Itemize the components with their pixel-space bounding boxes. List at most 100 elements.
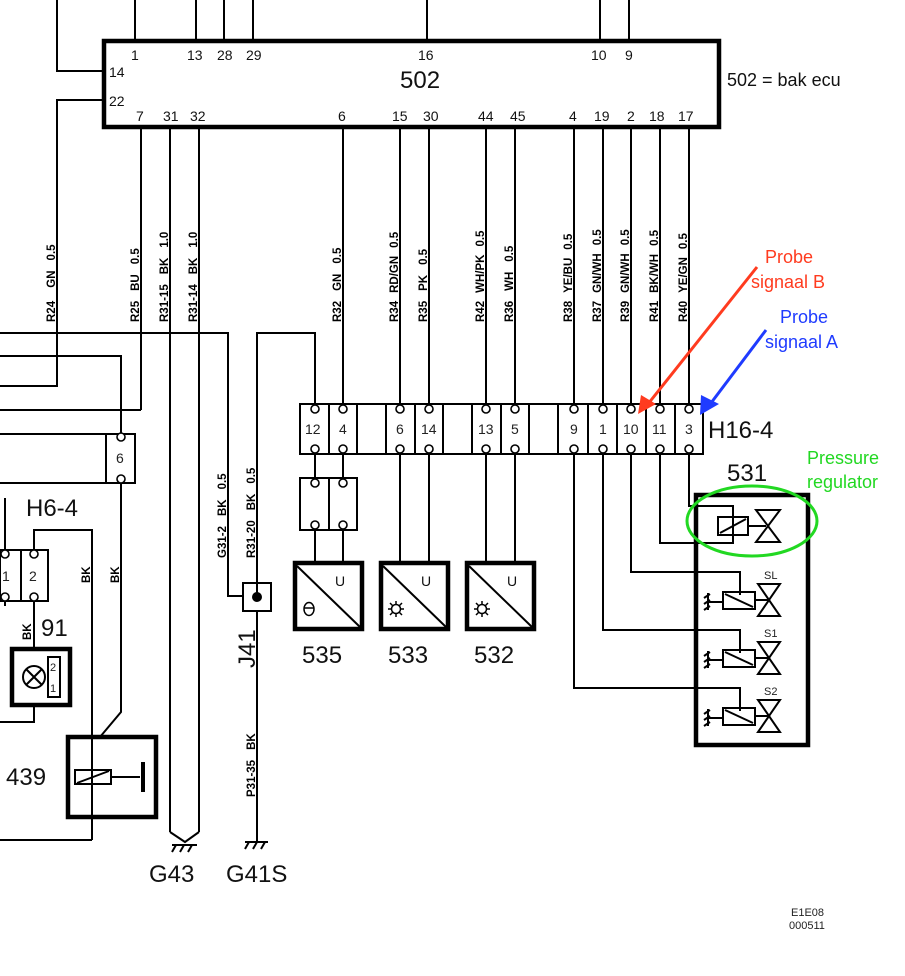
connector-pin-terminal [684,404,694,414]
connector-pin-terminal [424,444,434,454]
solenoid-valve [703,571,782,617]
h6-pin: 2 [29,568,37,584]
h16-lower-wires [314,454,726,689]
ecu-pin: 9 [625,47,633,63]
temperature-icon [303,601,315,617]
probe-b-line2: signaal B [751,272,825,292]
ecu-pin: 45 [510,108,526,124]
lamp-icon [22,665,46,689]
h16-pin: 9 [570,421,578,437]
solenoid-valve [703,629,782,675]
connector-pin-terminal [310,404,320,414]
annotation-probe-b: Probe signaal B [638,247,825,414]
h16-pin: 4 [339,421,347,437]
wire-label-r31-20: R31-20BK0.5 [246,467,258,558]
wire-label-r25: R25BU0.5 [130,248,142,322]
wire-label-r36: R36WH0.5 [504,245,516,322]
ecu-pin: 22 [109,93,125,109]
wire-label-bk: BK [22,623,34,640]
connector-pin-terminal [310,444,320,454]
connector-pin-terminal [481,404,491,414]
ecu-pin: 44 [478,108,494,124]
h16-pin: 11 [652,421,667,437]
doc-ref-line1: E1E08 [791,907,824,919]
arrow-head-icon [700,395,719,415]
ecu-pin: 16 [418,47,434,63]
pressure-regulator-line2: regulator [807,472,878,492]
sensor-output: U [507,573,517,589]
connector-pin-terminal [510,444,520,454]
probe-b-line1: Probe [765,247,813,267]
light-icon [474,601,490,617]
wire-label-r40: R40YE/GN0.5 [678,233,690,322]
lamp-pin: 2 [50,662,56,674]
h16-pin: 14 [421,421,437,437]
valve-label: SL [764,570,777,582]
wire-label-r32: R32GN0.5 [332,247,344,322]
connector-pin-terminal [684,444,694,454]
sensor-532: U 532 [464,560,537,669]
h16-pin: 3 [685,421,693,437]
connector-pin-terminal [424,404,434,414]
h16-pin: 12 [305,421,321,437]
valve-block-id: 531 [727,460,767,487]
annotation-pressure-regulator: Pressure regulator [685,448,879,558]
connector-pin-terminal [338,404,348,414]
splice-id: J41 [234,629,261,668]
wire-label-r31-14: R31-14BK1.0 [188,232,200,322]
connector-pin-terminal [655,404,665,414]
doc-ref-line2: 000511 [789,920,825,932]
connector-pin-terminal [626,404,636,414]
connector-pin-terminal [395,404,405,414]
connector-pin-terminal [395,444,405,454]
lamp-91: BK 91 2 1 [0,601,73,723]
ecu-wires [0,127,690,832]
ecu-pin: 2 [627,108,635,124]
ecu-pin: 32 [190,108,206,124]
ground-g43: G43 [149,831,200,888]
ground-g41s: G41S [226,841,287,888]
ecu-box [101,38,722,130]
wire-label-r38: R38YE/BU0.5 [563,233,575,322]
h16-pin: 6 [396,421,404,437]
highlight-ellipse [685,484,819,558]
ground-g43-label: G43 [149,861,194,888]
ecu-pin: 18 [649,108,665,124]
probe-a-line2: signaal A [765,332,838,352]
wire-label-r41: R41BK/WH0.5 [649,229,661,322]
valve-label: S2 [764,686,777,698]
ecu-pin: 28 [217,47,233,63]
ecu-pin: 29 [246,47,262,63]
arrow-head-icon [638,395,656,414]
ecu-legend: 502 = bak ecu [727,70,841,90]
h6-pin: 1 [2,568,10,584]
ecu-pin: 14 [109,64,125,80]
wire-label-bk: BK [81,566,93,583]
probe-a-line1: Probe [780,307,828,327]
pressure-regulator-line1: Pressure [807,448,879,468]
ecu-502: 502 502 = bak ecu 1 13 28 29 16 10 9 14 … [0,0,841,387]
sensor-532-id: 532 [474,642,514,669]
wire-label-p31-35: P31-35BK [246,733,258,797]
wire-label-r35: R35PK0.5 [418,248,430,322]
ground-g41s-label: G41S [226,861,287,888]
sensor-535: U 535 [292,560,365,669]
connector-pin-terminal [569,444,579,454]
ground-icon [703,651,711,669]
connector-pin-terminal [338,444,348,454]
ground-icon [171,844,197,853]
connector-h6-4: 6 H6-4 1 2 BK BK [0,432,136,738]
relay-id: 439 [6,764,46,791]
ground-icon [703,709,711,727]
h16-pin: 5 [511,421,519,437]
wire-label-r42: R42WH/PK0.5 [475,230,487,322]
ground-icon [244,841,268,850]
ecu-pin: 1 [131,47,139,63]
relay-439: 439 [0,734,159,841]
solenoid-valve [703,687,782,733]
ecu-id: 502 [400,67,440,94]
sensor-535-id: 535 [302,642,342,669]
valve-block-531: 531 SL S1 S2 [693,460,811,748]
ecu-pin: 13 [187,47,203,63]
connector-h16-label: H16-4 [708,417,773,444]
